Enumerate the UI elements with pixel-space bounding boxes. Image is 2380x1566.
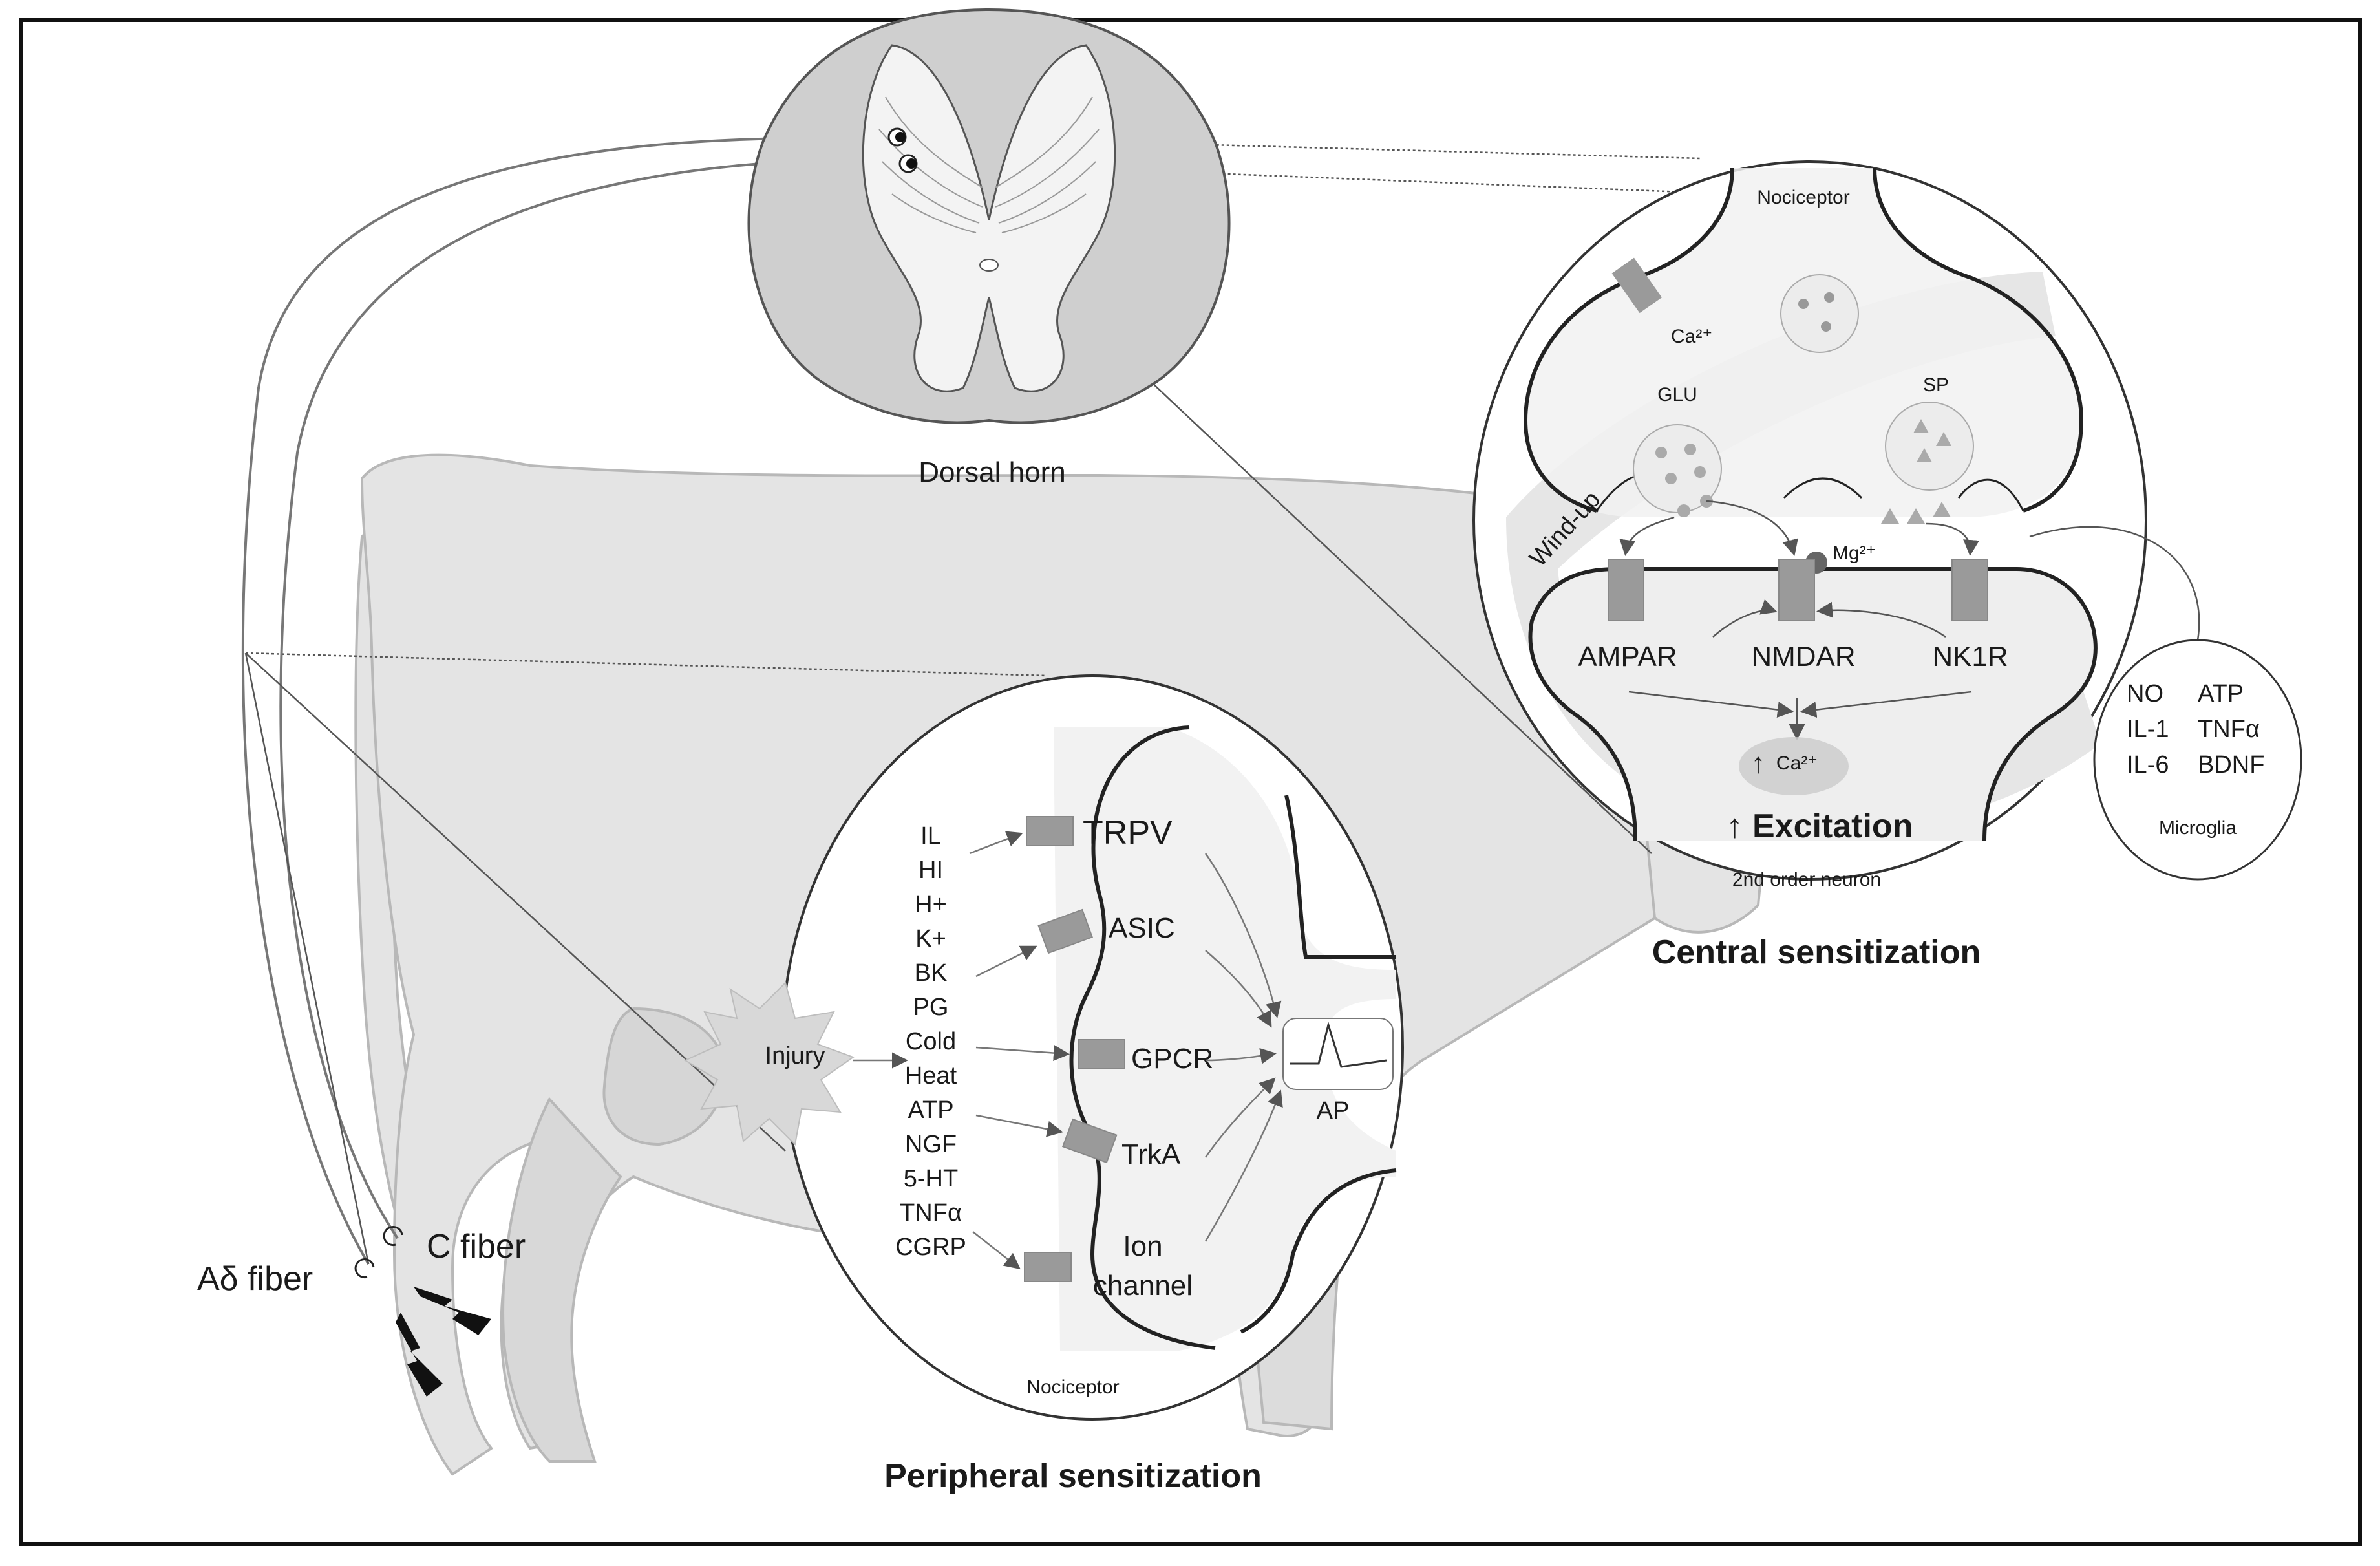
second-order-neuron-label: 2nd order neuron	[1732, 869, 1881, 890]
mediator-item: TNFα	[900, 1199, 962, 1227]
mediator-item: IL	[920, 822, 941, 850]
postsynaptic-calcium-label: Ca²⁺	[1776, 753, 1818, 774]
postsynaptic-calcium-arrow: ↑	[1751, 747, 1765, 779]
mediator-item: CGRP	[895, 1234, 966, 1261]
central-sensitization-panel: Nociceptor Ca²⁺ GLU SP Wind-up Mg²⁺	[1472, 160, 2147, 971]
microglia-mediator-item: TNFα	[2198, 716, 2260, 743]
trpv-receptor-icon	[1026, 816, 1074, 846]
fiber-endings: C fiber Aδ fiber	[197, 1226, 526, 1397]
injury-label: Injury	[765, 1042, 825, 1069]
mediator-item: HI	[919, 857, 943, 884]
spinal-cord-cross-section: Dorsal horn	[747, 8, 1231, 488]
mediator-item: K+	[915, 925, 946, 952]
ion-channel-label-line2: channel	[1093, 1270, 1193, 1302]
dorsal-horn-label: Dorsal horn	[919, 456, 1065, 488]
peripheral-title: Peripheral sensitization	[884, 1457, 1262, 1495]
injury-burst-icon	[683, 981, 855, 1146]
mediator-item: Heat	[905, 1062, 957, 1089]
microglia-label: Microglia	[2159, 817, 2237, 839]
microglia-mediator-item: BDNF	[2198, 751, 2264, 778]
figure-border	[19, 18, 2362, 1546]
mediator-item: H+	[915, 891, 947, 918]
mediator-item: BK	[915, 960, 948, 987]
ampar-label: AMPAR	[1578, 641, 1677, 672]
microglia-mediator-item: IL-6	[2127, 751, 2169, 778]
sp-label: SP	[1923, 374, 1949, 396]
microglia-mediator-item: IL-1	[2127, 716, 2169, 743]
magnesium-label: Mg²⁺	[1833, 542, 1876, 564]
trpv-label: TRPV	[1083, 814, 1173, 852]
ap-label: AP	[1317, 1097, 1350, 1124]
microglia-mediator-item: NO	[2127, 680, 2163, 707]
stimulus-bolt-icon	[414, 1287, 491, 1335]
mediator-item: ATP	[908, 1097, 953, 1124]
asic-label: ASIC	[1109, 912, 1175, 944]
central-title: Central sensitization	[1652, 934, 1981, 971]
peripheral-nociceptor-label: Nociceptor	[1026, 1377, 1119, 1398]
mediator-item: Cold	[906, 1028, 956, 1055]
gpcr-receptor-icon	[1078, 1039, 1125, 1069]
microglia-mediator-item: ATP	[2198, 680, 2244, 707]
mediator-item: 5-HT	[904, 1165, 958, 1192]
ampar-receptor-icon	[1608, 559, 1644, 621]
mediator-item: NGF	[905, 1131, 957, 1158]
stimulus-bolt-icon	[396, 1313, 443, 1397]
a-delta-fiber-label: Aδ fiber	[197, 1260, 313, 1298]
ion-channel-receptor-icon	[1024, 1252, 1072, 1282]
nmdar-label: NMDAR	[1751, 641, 1855, 672]
presynaptic-calcium-label: Ca²⁺	[1671, 326, 1712, 347]
nociceptor-label: Nociceptor	[1757, 187, 1849, 208]
c-fiber-label: C fiber	[427, 1228, 526, 1265]
excitation-label: ↑ Excitation	[1727, 808, 1913, 845]
asic-receptor-icon	[1037, 908, 1093, 954]
nk1r-receptor-icon	[1951, 559, 1988, 621]
mediator-item: PG	[913, 994, 949, 1021]
ion-channel-label-line1: Ion	[1123, 1230, 1162, 1262]
trka-receptor-icon	[1062, 1118, 1118, 1164]
nmdar-receptor-icon	[1778, 559, 1815, 621]
glu-label: GLU	[1657, 384, 1697, 405]
presynaptic-calcium-channel-icon	[1611, 257, 1662, 314]
trka-label: TrkA	[1121, 1139, 1181, 1170]
nk1r-label: NK1R	[1932, 641, 2008, 672]
gpcr-label: GPCR	[1131, 1043, 1213, 1075]
